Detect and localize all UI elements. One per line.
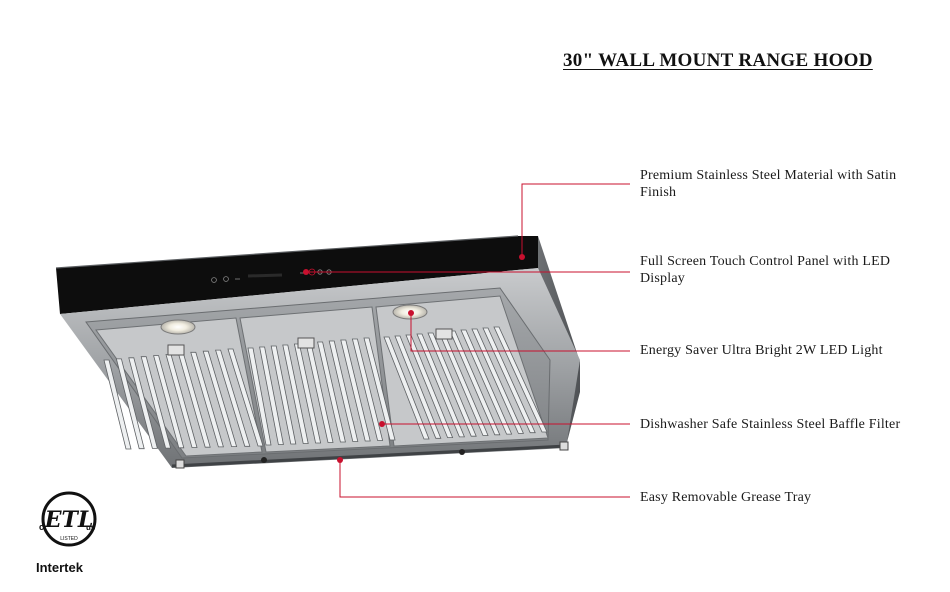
baffle-slat [190, 351, 224, 448]
baffle-slats [103, 326, 548, 450]
baffle-slat [340, 339, 371, 442]
filter-handle-left [167, 344, 185, 356]
feature-label-control-panel: Full Screen Touch Control Panel with LED… [640, 254, 891, 286]
baffle-slat [103, 359, 132, 450]
baffle-slat [416, 333, 465, 438]
baffle-filter-right [375, 295, 549, 447]
baffle-slat [270, 345, 297, 445]
filter-handle-center [297, 337, 315, 349]
etl-c: c [39, 522, 44, 532]
baffle-slat [405, 334, 454, 438]
baffle-slat [383, 336, 430, 440]
glass-control-band [56, 236, 538, 314]
etl-listed: LISTED [60, 536, 78, 542]
etl-mark: ETL [44, 507, 94, 533]
baffle-slat [202, 350, 238, 447]
feature-label-led-light: Energy Saver Ultra Bright 2W LED Light [640, 343, 883, 358]
grease-tray [171, 444, 567, 468]
callout-dots [303, 254, 525, 463]
baffle-slat [282, 344, 309, 444]
baffle-slat [128, 357, 158, 449]
baffle-slat [482, 327, 536, 434]
baffle-slat [363, 337, 396, 441]
baffle-slat [115, 358, 145, 450]
baffle-slat [227, 348, 264, 447]
baffle-slat [394, 335, 442, 439]
page-title: 30" WALL MOUNT RANGE HOOD [563, 50, 873, 71]
feature-label-material: Premium Stainless Steel Material with Sa… [640, 168, 897, 200]
baffle-slat [449, 330, 501, 436]
baffle-slat [140, 356, 172, 449]
baffle-slat [247, 347, 272, 446]
baffle-slat [215, 349, 251, 447]
baffle-slat [317, 341, 346, 443]
etl-us: us [86, 523, 96, 532]
intertek-label: Intertek [36, 560, 83, 575]
baffle-slat [153, 355, 185, 449]
led-light-left [160, 319, 196, 335]
baffle-slat [427, 332, 477, 437]
baffle-slat [259, 346, 284, 445]
feature-label-baffle-filter: Dishwasher Safe Stainless Steel Baffle F… [640, 417, 901, 432]
feature-label-grease-tray: Easy Removable Grease Tray [640, 490, 812, 505]
etl-listed-logo: ETL c us LISTED [34, 484, 104, 572]
filter-handle-right [435, 328, 453, 340]
baffle-slat [471, 328, 525, 434]
baffle-slat [328, 340, 359, 442]
baffle-slat [351, 338, 384, 441]
baffle-slat [460, 329, 513, 435]
baffle-slat [493, 326, 548, 433]
callout-lines [306, 183, 630, 498]
